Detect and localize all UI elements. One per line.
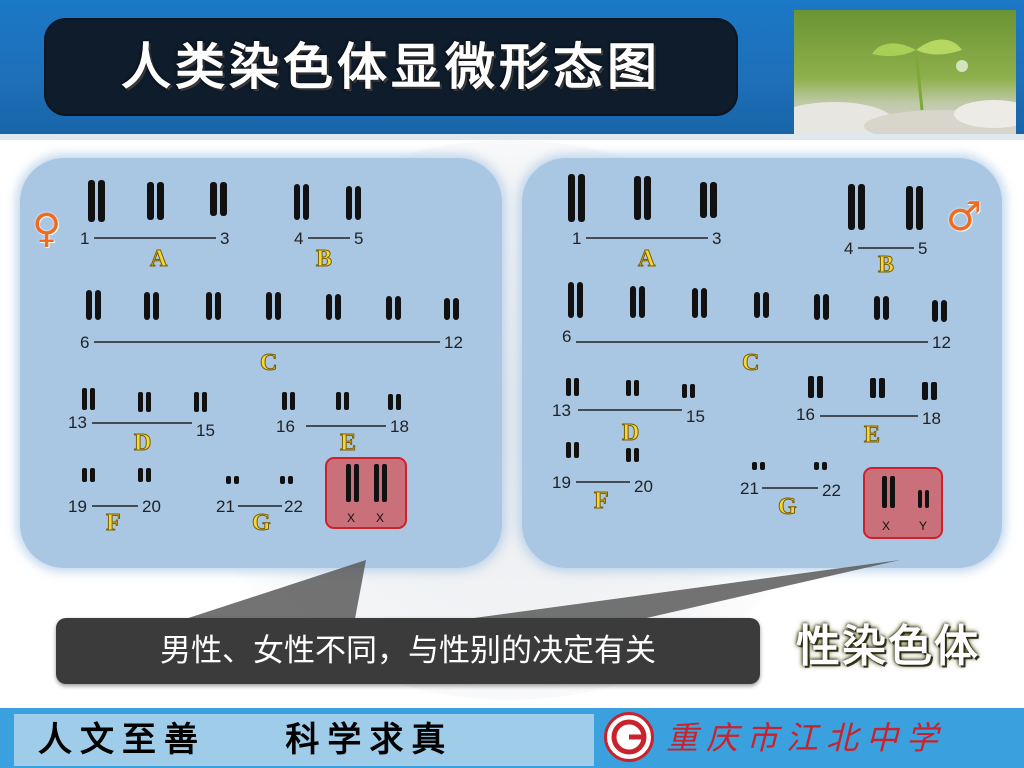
male-group-g: G [778, 494, 797, 520]
female-a-end: 3 [220, 229, 229, 248]
female-karyotype-panel: 1 3 A 4 5 B 6 12 C [20, 158, 502, 568]
female-group-g: G [252, 510, 271, 536]
male-group-f: F [594, 488, 609, 514]
male-group-c: C [742, 350, 759, 376]
male-row-d-chromosomes [566, 378, 695, 398]
female-group-d: D [134, 430, 151, 456]
female-a-start: 1 [80, 229, 89, 248]
male-d-start: 13 [552, 401, 571, 420]
male-g-start: 21 [740, 479, 759, 498]
caption-box: 男性、女性不同，与性别的决定有关 [56, 618, 760, 684]
female-row-e-chromosomes [282, 392, 401, 410]
female-group-a: A [150, 246, 168, 272]
female-row-b-chromosomes [294, 184, 361, 220]
male-g-end: 22 [822, 481, 841, 500]
page-title: 人类染色体显微形态图 [121, 38, 661, 96]
male-karyotype-panel: 1 3 A 4 5 B 6 12 C [522, 158, 1002, 568]
male-c-start: 6 [562, 327, 571, 346]
female-b-start: 4 [294, 229, 303, 248]
female-group-c: C [260, 350, 277, 376]
caption-text: 男性、女性不同，与性别的决定有关 [160, 633, 656, 669]
male-symbol-icon: ♂ [946, 194, 982, 240]
female-sex-chromosome-1: X [347, 511, 355, 525]
female-sex-chromosome-2: X [376, 511, 384, 525]
male-group-a: A [638, 246, 656, 272]
header-band-edge [0, 134, 1024, 140]
male-b-end: 5 [918, 239, 927, 258]
male-a-start: 1 [572, 229, 581, 248]
female-f-end: 20 [142, 497, 161, 516]
female-callout-wedge [170, 560, 366, 624]
male-row-e-chromosomes [808, 376, 937, 400]
male-row-f-chromosomes [566, 442, 639, 462]
male-group-d: D [622, 420, 639, 446]
male-b-start: 4 [844, 239, 853, 258]
male-f-start: 19 [552, 473, 571, 492]
male-group-e: E [864, 422, 880, 448]
female-e-start: 16 [276, 417, 295, 436]
male-e-end: 18 [922, 409, 941, 428]
female-f-start: 19 [68, 497, 87, 516]
female-group-f: F [106, 510, 121, 536]
male-d-end: 15 [686, 407, 705, 426]
male-row-c-chromosomes [568, 282, 947, 322]
female-row-d-chromosomes [82, 388, 207, 412]
female-group-b: B [316, 246, 332, 272]
female-b-end: 5 [354, 229, 363, 248]
footer: 人文至善 科学求真 重庆市江北中学 [0, 708, 1024, 768]
sex-chromosome-label: 性染色体 [796, 621, 980, 672]
motto-box: 人文至善 科学求真 [14, 714, 594, 766]
school-name: 重庆市江北中学 [666, 719, 947, 757]
female-row-g-chromosomes [226, 476, 293, 484]
female-d-start: 13 [68, 413, 87, 432]
sprout-photo [794, 10, 1016, 134]
female-symbol-icon: ♀ [32, 206, 62, 252]
male-f-end: 20 [634, 477, 653, 496]
female-g-start: 21 [216, 497, 235, 516]
male-c-end: 12 [932, 333, 951, 352]
female-c-end: 12 [444, 333, 463, 352]
female-row-a-chromosomes [88, 180, 227, 222]
male-sex-chromosome-2: Y [919, 519, 927, 533]
female-d-end: 15 [196, 421, 215, 440]
female-c-start: 6 [80, 333, 89, 352]
male-row-a-chromosomes [568, 174, 717, 222]
school-motto: 人文至善 科学求真 [38, 720, 454, 760]
female-e-end: 18 [390, 417, 409, 436]
male-sex-chromosome-1: X [882, 519, 890, 533]
female-group-e: E [340, 430, 356, 456]
school-logo-icon [604, 712, 654, 762]
male-group-b: B [878, 252, 894, 278]
female-row-f-chromosomes [82, 468, 151, 482]
male-row-g-chromosomes [752, 462, 827, 470]
male-row-b-chromosomes [848, 184, 923, 230]
male-a-end: 3 [712, 229, 721, 248]
male-callout-wedge [430, 560, 900, 624]
female-row-c-chromosomes [86, 290, 459, 320]
male-e-start: 16 [796, 405, 815, 424]
title-box: 人类染色体显微形态图 [44, 18, 738, 116]
female-g-end: 22 [284, 497, 303, 516]
